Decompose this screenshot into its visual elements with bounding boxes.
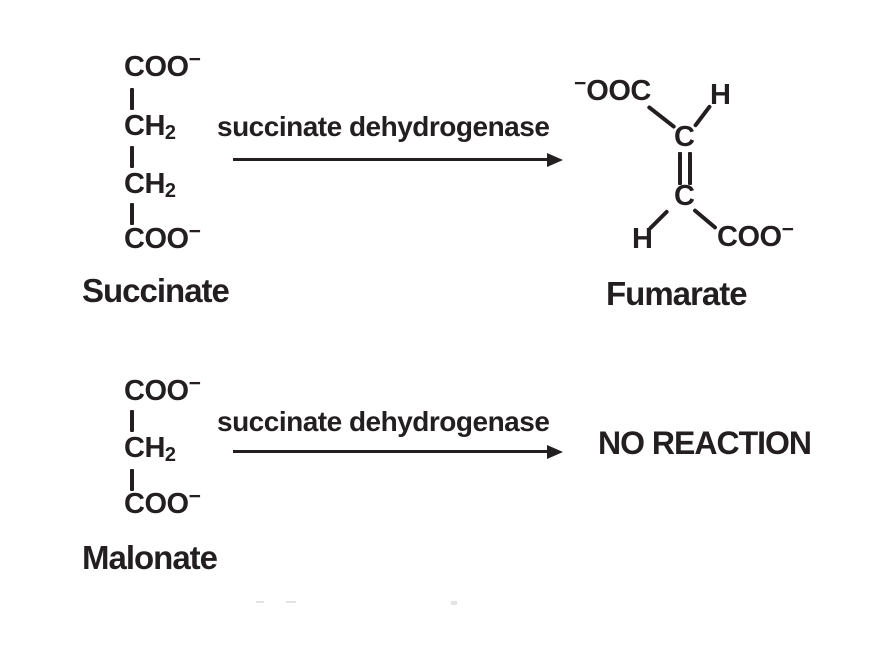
fumarate-ooc-top-left: −OOC: [574, 73, 651, 107]
formula-text: CH: [124, 432, 165, 464]
diagonal-bond: [692, 104, 713, 128]
fumarate-coo-bottom-right: COO−: [717, 219, 794, 253]
fumarate-label: Fumarate: [606, 275, 748, 312]
superscript-minus: −: [781, 218, 794, 241]
fumarate-carbon-top: C: [674, 121, 695, 153]
formula-text: OOC: [586, 75, 651, 107]
superscript-minus: −: [188, 48, 201, 71]
no-reaction-label: NO REACTION: [598, 425, 812, 461]
formula-text: C: [674, 180, 695, 212]
single-bond: [130, 469, 134, 491]
single-bond: [130, 203, 134, 225]
fumarate-carbon-bottom: C: [674, 180, 695, 212]
arrow-line: [233, 450, 550, 453]
formula-text: CH: [124, 110, 165, 142]
formula-text: CH: [124, 168, 165, 200]
faint-artifact: [286, 601, 296, 603]
single-bond: [130, 88, 134, 110]
single-bond: [130, 410, 134, 432]
double-bond-line: [688, 152, 692, 185]
enzyme-label-bottom: succinate dehydrogenase: [217, 406, 550, 437]
subscript-two: 2: [164, 180, 176, 202]
formula-text: H: [632, 223, 653, 255]
formula-text: COO: [124, 223, 189, 255]
succinate-ch2-upper: CH2: [124, 110, 176, 144]
succinate-coo-top: COO−: [124, 49, 201, 83]
subscript-two: 2: [164, 444, 176, 466]
diagonal-bond: [646, 104, 677, 130]
succinate-label: Succinate: [82, 272, 230, 309]
superscript-minus: −: [188, 220, 201, 243]
superscript-minus: −: [188, 485, 201, 508]
formula-text: C: [674, 121, 695, 153]
double-bond-line: [678, 152, 682, 185]
malonate-coo-top: COO−: [124, 373, 201, 407]
succinate-ch2-lower: CH2: [124, 168, 176, 202]
formula-text: COO: [124, 488, 189, 520]
malonate-ch2: CH2: [124, 432, 176, 466]
formula-text: COO: [124, 375, 189, 407]
fumarate-h-top-right: H: [710, 79, 731, 111]
fumarate-h-bottom-left: H: [632, 223, 653, 255]
reaction-arrow-bottom: [233, 445, 563, 459]
succinate-coo-bottom: COO−: [124, 221, 201, 255]
formula-text: H: [710, 79, 731, 111]
malonate-coo-bottom: COO−: [124, 486, 201, 520]
faint-artifact: [451, 601, 457, 605]
subscript-two: 2: [164, 122, 176, 144]
arrow-line: [233, 158, 550, 161]
reaction-arrow-top: [233, 153, 563, 167]
enzyme-label-top: succinate dehydrogenase: [217, 111, 550, 142]
formula-text: COO: [717, 221, 782, 253]
arrow-head: [547, 445, 563, 459]
superscript-minus: −: [188, 372, 201, 395]
formula-text: COO: [124, 51, 189, 83]
faint-artifact: [256, 601, 264, 603]
malonate-label: Malonate: [82, 539, 218, 576]
single-bond: [130, 146, 134, 168]
superscript-minus: −: [574, 72, 587, 95]
arrow-head: [547, 153, 563, 167]
diagonal-bond: [692, 207, 718, 231]
